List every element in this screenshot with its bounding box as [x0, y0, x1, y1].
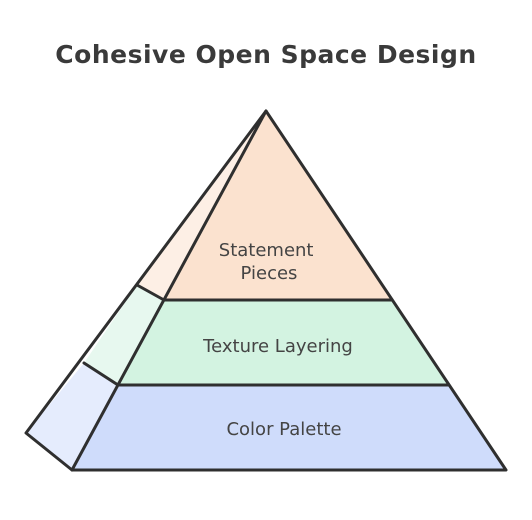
side-face-bottom: [26, 363, 118, 470]
front-face-outline: [70, 109, 508, 472]
divider-top: [135, 283, 394, 302]
layer-label-top-line-2: Pieces: [241, 263, 298, 284]
layer-label-bottom-line-1: Color Palette: [226, 419, 341, 440]
layer-label-top-line-1: Statement: [219, 240, 314, 261]
layer-label-middle: Texture Layering: [202, 336, 353, 357]
divider-bottom: [82, 361, 450, 387]
side-face-outline: [24, 109, 268, 472]
layer-label-bottom: Color Palette: [226, 419, 341, 440]
layer-bottom-fill: [72, 385, 506, 470]
layer-middle-fill: [118, 300, 448, 385]
layer-label-middle-line-1: Texture Layering: [202, 336, 353, 357]
side-face-top: [137, 111, 266, 300]
diagram-title: Cohesive Open Space Design: [55, 40, 477, 69]
layer-top-fill: [164, 111, 392, 300]
layer-label-top: Statement Pieces: [219, 240, 319, 284]
side-face-middle: [84, 285, 164, 385]
